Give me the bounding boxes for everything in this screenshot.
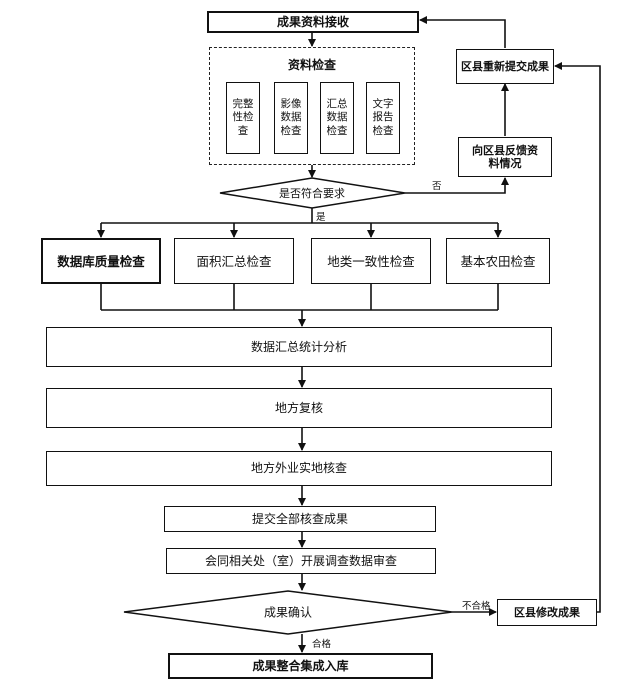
check-item-summary: 汇总数据检查 [320,82,354,154]
field-check-box: 地方外业实地核查 [46,451,552,486]
basic-farmland-check-box: 基本农田检查 [446,238,550,284]
decision2-fail-label: 不合格 [462,601,491,612]
check-item-report: 文字报告检查 [366,82,400,154]
decision2-pass-label: 合格 [312,639,332,650]
decision-diamond-2 [123,590,453,635]
db-quality-check-box: 数据库质量检查 [41,238,161,284]
arrow-resubmit-to-receive [419,16,506,48]
stats-analysis-box: 数据汇总统计分析 [46,327,552,367]
resubmit-box: 区县重新提交成果 [456,49,554,84]
check-group-title: 资料检查 [287,58,336,72]
decision1-label: 是否符合要求 [279,187,345,200]
landtype-consistency-check-box: 地类一致性检查 [311,238,431,284]
joint-review-box: 会同相关处（室）开展调查数据审查 [166,548,436,574]
decision1-yes-label: 是 [316,212,326,223]
modify-box: 区县修改成果 [497,599,597,626]
final-box: 成果整合集成入库 [168,653,433,679]
decision-diamond-1 [219,177,406,209]
receive-box: 成果资料接收 [207,11,419,33]
arrow-modify-to-resubmit [554,62,601,613]
area-summary-check-box: 面积汇总检查 [174,238,294,284]
decision1-no-label: 否 [432,181,442,192]
submit-all-box: 提交全部核查成果 [164,506,436,532]
local-review-box: 地方复核 [46,388,552,428]
check-item-completeness: 完整性检查 [226,82,260,154]
arrow-decision-to-feedback [405,177,509,194]
decision2-label: 成果确认 [263,605,313,620]
feedback-box: 向区县反馈资料情况 [458,137,552,177]
check-item-imagery: 影像数据检查 [274,82,308,154]
